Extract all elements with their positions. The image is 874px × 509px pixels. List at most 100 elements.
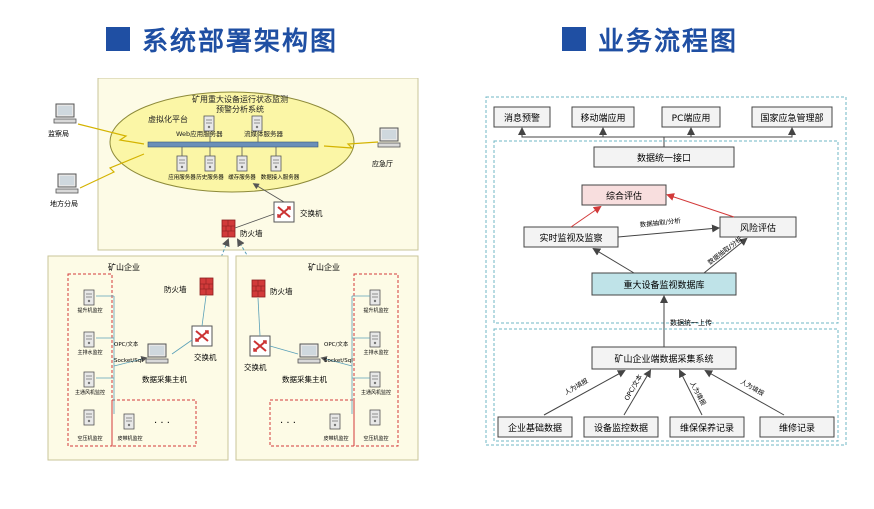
bottom-box	[759, 416, 835, 438]
device-server-icon	[83, 331, 95, 348]
device-server-icon	[83, 371, 95, 388]
firewall-label-a: 防火墙	[164, 284, 187, 294]
wireless-link-icon	[79, 153, 145, 189]
extract-analysis-label-1: 数据抽取/分析	[639, 216, 681, 229]
stream-server-icon	[251, 115, 263, 132]
bottom-box-label: 企业基础数据	[508, 422, 562, 434]
firewall-b-icon	[251, 279, 266, 298]
bottom-box	[497, 416, 573, 438]
switch-label-a: 交换机	[194, 352, 217, 362]
device-server-icon	[83, 409, 95, 426]
socket-label-a: Socket/Sql	[114, 358, 143, 364]
local-branch-label: 地方分局	[50, 199, 78, 208]
app-server-icon	[176, 155, 188, 172]
bottom-box-label: 设备监控数据	[594, 422, 648, 434]
dots-a: · · ·	[154, 418, 170, 429]
top-box-label: 移动端应用	[580, 112, 625, 124]
belt-group-a	[111, 399, 197, 447]
belt-monitor-label: 皮带机监控	[117, 435, 142, 442]
risk-eval-label: 风险评估	[740, 222, 776, 234]
opc-label-b: OPC/文本	[324, 340, 349, 348]
device-label: 主排水监控	[77, 349, 102, 356]
right-heading: 业务流程图	[562, 22, 739, 57]
outer-frame	[485, 96, 847, 446]
device-label: 主通风机监控	[361, 389, 391, 396]
bottom-box-label: 维保保养记录	[680, 422, 734, 434]
monitor-bureau-pc-icon	[53, 103, 77, 124]
risk-eval-box	[719, 216, 797, 238]
mine-enterprise-zone-a	[47, 255, 229, 461]
opc-label-a: OPC/文本	[114, 340, 139, 348]
right-heading-text: 业务流程图	[598, 26, 739, 57]
bottom-box-label: 维修记录	[779, 422, 815, 434]
processing-zone	[493, 140, 839, 324]
belt-group-b	[269, 399, 355, 447]
device-server-icon	[369, 371, 381, 388]
device-label: 主通风机监控	[75, 389, 105, 396]
collection-system-box	[591, 346, 737, 370]
top-box-label: PC端应用	[672, 112, 711, 124]
collector-host-b-icon	[297, 343, 321, 364]
collector-host-label-b: 数据采集主机	[282, 374, 327, 384]
collector-host-a-icon	[145, 343, 169, 364]
server-label: 历史服务器	[196, 173, 224, 181]
server-label: 缓存服务器	[228, 173, 256, 181]
deployment-architecture-diagram: 矿用重大设备运行状态监测 预警分析系统 虚拟化平台 Web应用服务器 流媒体服务…	[47, 78, 419, 461]
switch-label-b: 交换机	[244, 362, 267, 372]
top-firewall-icon	[221, 219, 236, 238]
firewall-a-icon	[199, 277, 214, 296]
emergency-office-pc-icon	[377, 127, 401, 148]
heading-square-icon	[562, 27, 586, 51]
unified-interface-box	[593, 146, 735, 168]
device-label: 提升机监控	[77, 307, 102, 314]
emergency-office-label: 应急厅	[372, 159, 393, 168]
belt-server-icon	[329, 413, 341, 430]
virtual-platform-label: 虚拟化平台	[148, 114, 188, 124]
collector-host-label-a: 数据采集主机	[142, 374, 187, 384]
left-heading: 系统部署架构图	[106, 22, 339, 57]
comprehensive-eval-box	[581, 184, 667, 206]
mine-enterprise-label-a: 矿山企业	[108, 262, 140, 272]
server-row: 应用服务器 历史服务器 缓存服务器 数据接入服务器	[168, 147, 300, 181]
left-heading-text: 系统部署架构图	[142, 26, 339, 57]
device-server-icon	[83, 289, 95, 306]
mine-enterprise-label-b: 矿山企业	[308, 262, 340, 272]
comprehensive-eval-label: 综合评估	[606, 190, 642, 202]
history-server-icon	[204, 155, 216, 172]
switch-b-icon	[249, 335, 271, 357]
arrow-label: 人为填报	[563, 376, 590, 397]
top-box-label: 消息预警	[504, 112, 540, 124]
device-group-b	[353, 273, 399, 447]
device-server-icon	[369, 289, 381, 306]
web-server-icon	[203, 115, 215, 132]
dots-b: · · ·	[280, 418, 296, 429]
socket-label-b: Socket/Sql	[324, 358, 353, 364]
access-server-icon	[270, 155, 282, 172]
top-switch-label: 交换机	[300, 208, 323, 218]
device-server-icon	[369, 409, 381, 426]
network-bus	[147, 141, 319, 148]
bottom-box	[669, 416, 745, 438]
wireless-link-icon	[77, 123, 145, 145]
web-server-label: Web应用服务器	[176, 129, 223, 138]
unified-upload-label: 数据统一上传	[670, 318, 712, 327]
belt-server-icon	[123, 413, 135, 430]
device-column-a: 提升机监控 主排水监控 主通风机监控 空压机监控 皮带机监控 · · ·	[75, 289, 170, 442]
local-branch-pc-icon	[55, 173, 79, 194]
arrow-label: 人为填报	[739, 377, 766, 398]
device-column-b: 提升机监控 主排水监控 主通风机监控 空压机监控 皮带机监控 · · ·	[280, 289, 391, 442]
firewall-label-b: 防火墙	[270, 286, 293, 296]
database-label: 重大设备监视数据库	[623, 279, 704, 291]
heading-square-icon	[106, 27, 130, 51]
business-flow-diagram: 消息预警 移动端应用 PC端应用 国家应急管理部 数据统一接口 综合评估 实时监…	[485, 96, 847, 446]
platform-title-line1: 矿用重大设备运行状态监测	[192, 94, 288, 104]
belt-monitor-label: 皮带机监控	[323, 435, 348, 442]
cache-server-icon	[236, 155, 248, 172]
top-firewall-label: 防火墙	[240, 228, 263, 238]
device-label: 主排水监控	[363, 349, 388, 356]
wireless-link-icon	[323, 141, 379, 149]
device-group-a	[67, 273, 113, 447]
collection-system-label: 矿山企业端数据采集系统	[614, 353, 713, 365]
unified-interface-label: 数据统一接口	[637, 152, 691, 164]
collection-zone	[493, 328, 839, 442]
